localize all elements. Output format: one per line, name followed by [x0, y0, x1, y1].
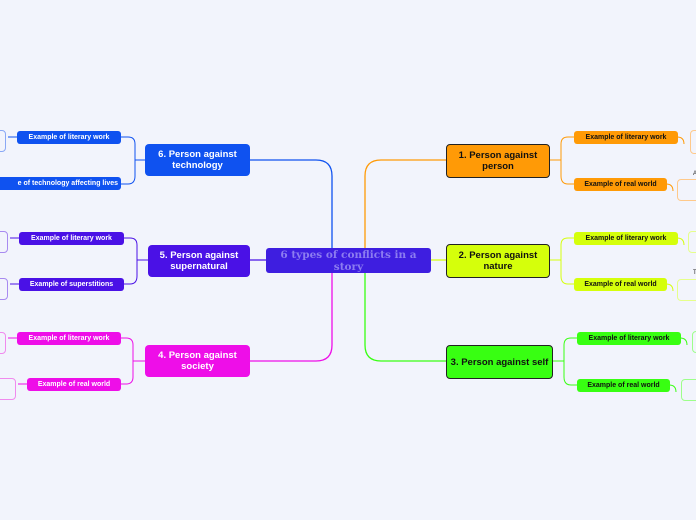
- leaf-node[interactable]: [690, 130, 696, 154]
- topic-label: 6. Person against technology: [158, 149, 237, 171]
- topic-label: 4. Person against society: [158, 350, 237, 372]
- topic-person-against-supernatural[interactable]: 5. Person against supernatural: [148, 245, 250, 277]
- subtopic-supernatural-literary[interactable]: Example of literary work: [19, 232, 124, 245]
- subtopic-label: Example of real world: [587, 382, 660, 389]
- topic-label: 1. Person against person: [458, 150, 538, 172]
- topic-label: 5. Person against supernatural: [159, 250, 239, 272]
- topic-person-against-self[interactable]: 3. Person against self: [446, 345, 553, 379]
- subtopic-label: Example of real world: [584, 281, 657, 288]
- topic-label: 3. Person against self: [450, 356, 549, 368]
- topic-label: 2. Person against nature: [458, 250, 538, 272]
- branch-technology: [249, 159, 333, 248]
- subtopic-self-real-world[interactable]: Example of real world: [577, 379, 670, 392]
- leaf-node[interactable]: [681, 379, 696, 401]
- leaf-node[interactable]: [677, 279, 696, 301]
- central-topic-label: 6 types of conflicts in a story: [280, 248, 417, 273]
- leaf-node[interactable]: [0, 378, 16, 400]
- topic-person-against-person[interactable]: 1. Person against person: [446, 144, 550, 178]
- subtopic-label: Example of literary work: [585, 134, 667, 141]
- topic-person-against-nature[interactable]: 2. Person against nature: [446, 244, 550, 278]
- central-topic[interactable]: 6 types of conflicts in a story: [266, 248, 431, 273]
- subtopic-person-literary[interactable]: Example of literary work: [574, 131, 678, 144]
- topic-person-against-society[interactable]: 4. Person against society: [145, 345, 250, 377]
- subtopic-label: Example of literary work: [588, 335, 670, 342]
- leaf-node[interactable]: [0, 332, 6, 354]
- leaf-node[interactable]: [0, 278, 8, 300]
- subtopic-label: e of technology affecting lives: [17, 180, 118, 187]
- subtopic-society-real-world[interactable]: Example of real world: [27, 378, 121, 391]
- subtopic-label: Example of literary work: [585, 235, 667, 242]
- topic-person-against-technology[interactable]: 6. Person against technology: [145, 144, 250, 176]
- subtopic-label: Example of superstitions: [29, 281, 114, 288]
- subtopic-label: Example of real world: [584, 181, 657, 188]
- leaf-node[interactable]: [688, 231, 696, 253]
- leaf-node[interactable]: [692, 331, 696, 353]
- subtopic-nature-literary[interactable]: Example of literary work: [574, 232, 678, 245]
- leaf-stub-text: A: [693, 171, 696, 177]
- leaf-node[interactable]: [0, 231, 8, 253]
- subtopic-label: Example of literary work: [28, 134, 110, 141]
- subtopic-label: Example of real world: [37, 381, 111, 388]
- subtopic-nature-real-world[interactable]: Example of real world: [574, 278, 667, 291]
- subtopic-supernatural-superstitions[interactable]: Example of superstitions: [19, 278, 124, 291]
- subtopic-technology-literary[interactable]: Example of literary work: [17, 131, 121, 144]
- subtopic-person-real-world[interactable]: Example of real world: [574, 178, 667, 191]
- subtopic-society-literary[interactable]: Example of literary work: [17, 332, 121, 345]
- subtopic-label: Example of literary work: [31, 235, 112, 242]
- leaf-stub-text: T: [693, 270, 696, 276]
- subtopic-technology-real-world[interactable]: e of technology affecting lives: [0, 177, 121, 190]
- branch-person: [364, 159, 446, 248]
- subtopic-label: Example of literary work: [28, 335, 110, 342]
- subtopic-self-literary[interactable]: Example of literary work: [577, 332, 681, 345]
- leaf-node[interactable]: [0, 130, 6, 152]
- branch-society: [249, 272, 333, 362]
- leaf-node[interactable]: [677, 179, 696, 201]
- branch-self: [364, 272, 446, 362]
